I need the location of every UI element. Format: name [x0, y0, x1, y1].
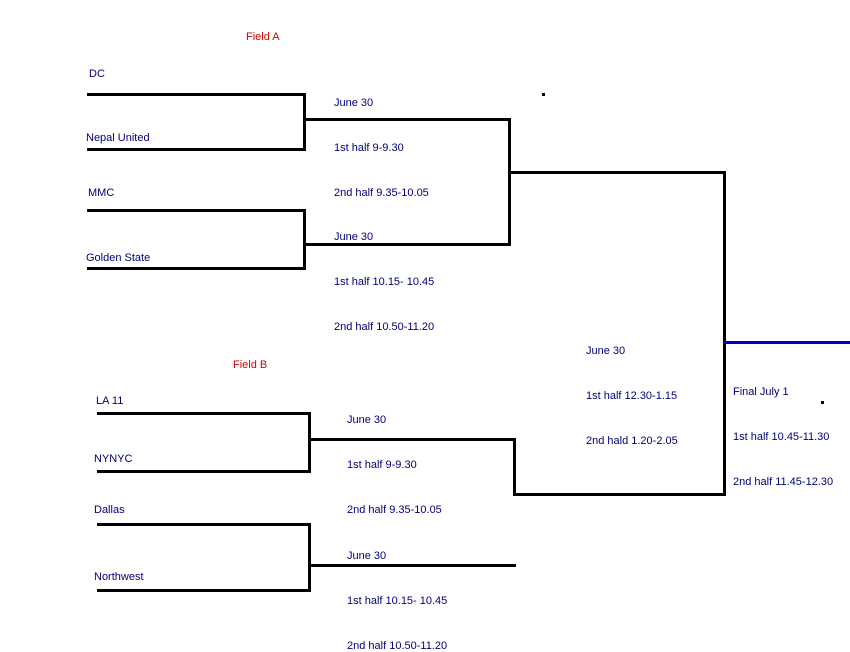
team-label-la11: LA 11: [96, 395, 124, 407]
match-qf2-second-half: 2nd half 10.50-11.20: [334, 321, 435, 333]
match-final-first-half: 1st half 10.45-11.30: [733, 431, 830, 443]
match-final-date: Final July 1: [733, 386, 789, 398]
bracket-connector-qf3: [308, 412, 311, 473]
team-label-dallas: Dallas: [94, 504, 125, 516]
team-label-golden-state: Golden State: [86, 252, 151, 264]
match-semi-second-half: 2nd hald 1.20-2.05: [586, 435, 678, 447]
bracket-line-northwest: [97, 589, 311, 592]
field-b-label: Field B: [233, 359, 268, 371]
bracket-line-dallas: [97, 523, 311, 526]
bracket-connector-qf2: [303, 209, 306, 270]
match-qf2-first-half: 1st half 10.15- 10.45: [334, 276, 435, 288]
bracket-output-qf2: [303, 243, 511, 246]
bracket-connector-semi-bottom: [513, 438, 516, 496]
bracket-connector-semi-top: [508, 118, 511, 246]
team-label-mmc: MMC: [88, 187, 115, 199]
bracket-output-qf4: [308, 564, 516, 567]
match-qf3-first-half: 1st half 9-9.30: [347, 459, 417, 471]
match-qf4-date: June 30: [347, 550, 387, 562]
bracket-line-dc: [87, 93, 306, 96]
bracket-line-la11: [97, 412, 311, 415]
bracket-output-final: [723, 341, 850, 344]
match-qf4-first-half: 1st half 10.15- 10.45: [347, 595, 448, 607]
team-label-nepal-united: Nepal United: [86, 132, 150, 144]
field-a-label: Field A: [246, 31, 280, 43]
bracket-line-nepal-united: [87, 148, 306, 151]
match-qf4-second-half: 2nd half 10.50-11.20: [347, 640, 448, 652]
bracket-line-golden-state: [87, 267, 306, 270]
bracket-connector-qf1: [303, 93, 306, 151]
match-info-qf2: June 30 1st half 10.15- 10.45 2nd half 1…: [334, 200, 434, 365]
match-qf3-second-half: 2nd half 9.35-10.05: [347, 504, 442, 516]
bracket-line-nynyc: [97, 470, 311, 473]
team-label-northwest: Northwest: [94, 571, 144, 583]
bracket-output-qf1: [303, 118, 511, 121]
team-label-nynyc: NYNYC: [94, 453, 133, 465]
stray-dot-top: [542, 93, 545, 96]
match-qf1-first-half: 1st half 9-9.30: [334, 142, 404, 154]
team-label-dc: DC: [89, 68, 105, 80]
bracket-connector-final: [723, 171, 726, 496]
bracket-output-semi-bottom: [513, 493, 726, 496]
bracket-connector-qf4: [308, 523, 311, 592]
match-final-second-half: 2nd half 11.45-12.30: [733, 476, 834, 488]
match-qf1-second-half: 2nd half 9.35-10.05: [334, 187, 429, 199]
match-info-qf3: June 30 1st half 9-9.30 2nd half 9.35-10…: [347, 383, 442, 548]
match-qf2-date: June 30: [334, 231, 374, 243]
match-qf1-date: June 30: [334, 97, 374, 109]
bracket-output-semi-top: [508, 171, 726, 174]
match-info-qf4: June 30 1st half 10.15- 10.45 2nd half 1…: [347, 519, 447, 652]
bracket-line-mmc: [87, 209, 306, 212]
match-info-final: Final July 1 1st half 10.45-11.30 2nd ha…: [733, 355, 833, 520]
stray-dot-final: [821, 401, 824, 404]
match-semi-date: June 30: [586, 345, 626, 357]
match-info-semi: June 30 1st half 12.30-1.15 2nd hald 1.2…: [586, 314, 678, 479]
match-info-qf1: June 30 1st half 9-9.30 2nd half 9.35-10…: [334, 66, 429, 231]
match-qf3-date: June 30: [347, 414, 387, 426]
match-semi-first-half: 1st half 12.30-1.15: [586, 390, 678, 402]
bracket-output-qf3: [308, 438, 516, 441]
